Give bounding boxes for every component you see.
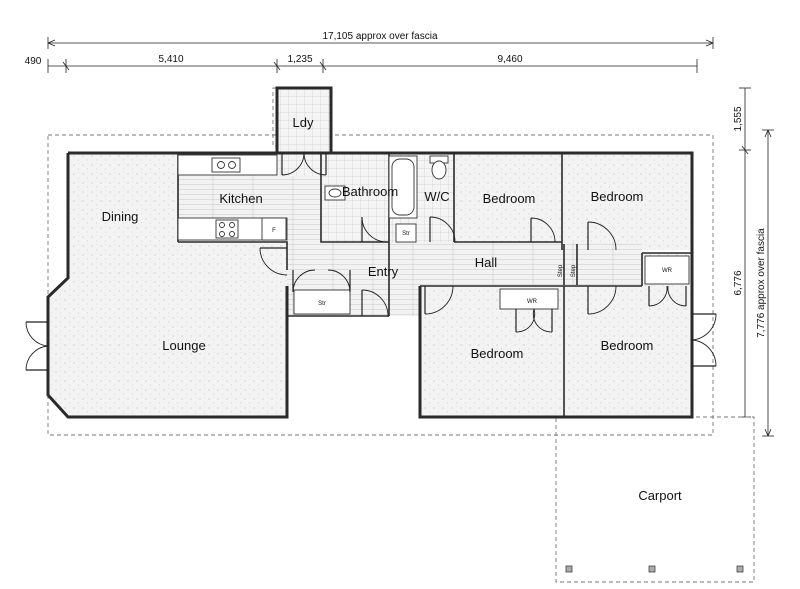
step-label-1: Step (558, 264, 564, 277)
room-label-kitchen: Kitchen (219, 191, 262, 206)
dim-label-right-overall: 7,776 approx over fascia (756, 228, 767, 338)
room-label-wc: W/C (424, 189, 449, 204)
step-label-2: Step (571, 264, 577, 277)
bedroom3-wardrobe-label: WR (527, 299, 538, 305)
fridge-label: F (272, 228, 276, 234)
room-label-entry: Entry (368, 264, 399, 279)
dim-label-right-mid: 6,776 (733, 270, 744, 295)
bath-store-label: Str (402, 231, 410, 237)
room-label-carport: Carport (638, 488, 682, 503)
hall-wardrobe (644, 255, 690, 285)
hall-wardrobe-label: WR (662, 268, 673, 274)
walls (46, 86, 694, 419)
room-label-bedroom-1: Bedroom (483, 191, 536, 206)
carport-posts (565, 565, 744, 573)
overall-width-label: 17,105 approx over fascia (322, 31, 438, 42)
dim-label-a: 5,410 (158, 54, 183, 65)
room-label-laundry: Ldy (293, 115, 314, 130)
dim-label-left: 490 (25, 56, 42, 67)
room-label-bedroom-4: Bedroom (601, 338, 654, 353)
room-label-hall: Hall (475, 255, 498, 270)
room-label-dining: Dining (102, 209, 139, 224)
dim-label-c: 9,460 (497, 54, 522, 65)
dim-label-b: 1,235 (287, 54, 312, 65)
bedroom3-wardrobe (499, 288, 559, 310)
room-label-lounge: Lounge (162, 338, 205, 353)
floor-fills (48, 88, 692, 417)
room-label-bedroom-2: Bedroom (591, 189, 644, 204)
dim-label-right-top: 1,555 (733, 106, 744, 131)
room-label-bedroom-3: Bedroom (471, 346, 524, 361)
room-label-bathroom: Bathroom (342, 184, 398, 199)
steps (563, 244, 578, 285)
entry-store (293, 289, 351, 315)
kitchen-fixtures (177, 154, 288, 241)
dimension-lines (47, 37, 774, 437)
entry-store-label: Str (318, 301, 326, 307)
bathroom-fixtures (324, 155, 449, 243)
doors (25, 152, 717, 371)
